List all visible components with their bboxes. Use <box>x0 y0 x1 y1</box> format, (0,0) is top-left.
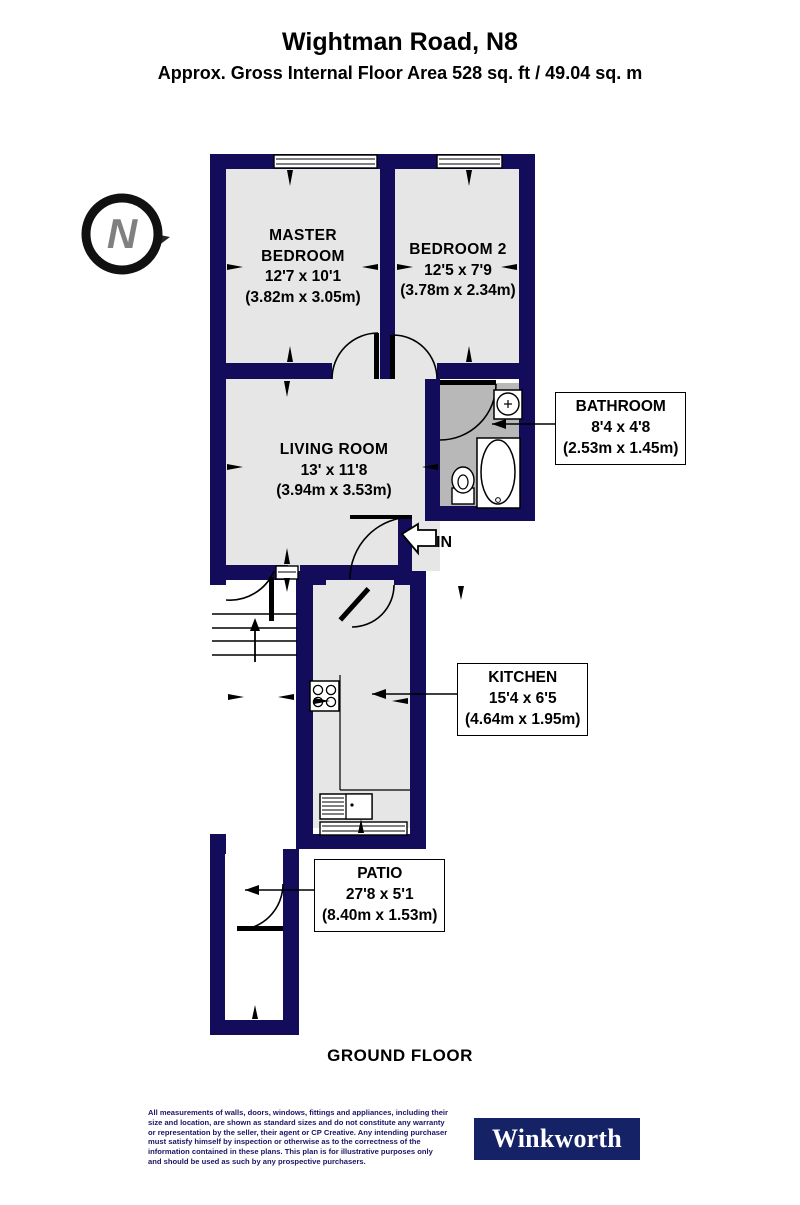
floor-area-subtitle: Approx. Gross Internal Floor Area 528 sq… <box>157 63 643 83</box>
living-room-metric: (3.94m x 3.53m) <box>276 482 392 500</box>
patio-imperial: 27'8 x 5'1 <box>345 885 414 903</box>
living-room-name: LIVING ROOM <box>279 441 389 458</box>
kitchen-fixtures <box>309 675 410 820</box>
bathroom-name: BATHROOM <box>575 398 666 415</box>
compass-north-letter: N <box>107 210 139 257</box>
callout-bathroom: BATHROOM 8'4 x 4'8 (2.53m x 1.45m) <box>555 392 687 466</box>
room-fills <box>225 168 532 828</box>
winkworth-logo: Winkworth <box>474 1118 640 1160</box>
bedroom-2-imperial: 12'5 x 7'9 <box>424 261 492 279</box>
page-title: Wightman Road, N8 <box>282 28 518 56</box>
stairs-up-arrow <box>250 618 260 631</box>
master-bedroom-name-line2: BEDROOM <box>261 247 345 265</box>
callout-kitchen: KITCHEN 15'4 x 6'5 (4.64m x 1.95m) <box>457 663 589 737</box>
callout-patio: PATIO 27'8 x 5'1 (8.40m x 1.53m) <box>314 859 446 933</box>
bedroom-2-metric: (3.78m x 2.34m) <box>400 282 516 300</box>
room-label-living-room: LIVING ROOM 13' x 11'8 (3.94m x 3.53m) <box>234 440 434 502</box>
doors <box>225 332 497 931</box>
living-room-imperial: 13' x 11'8 <box>300 461 368 479</box>
callout-leaders <box>245 419 556 895</box>
room-label-bedroom-2: BEDROOM 2 12'5 x 7'9 (3.78m x 2.34m) <box>386 240 530 302</box>
floor-caption: GROUND FLOOR <box>327 1046 473 1065</box>
bathroom-metric: (2.53m x 1.45m) <box>563 439 679 457</box>
kitchen-metric: (4.64m x 1.95m) <box>465 710 581 728</box>
staircase <box>212 613 297 662</box>
master-bedroom-imperial: 12'7 x 10'1 <box>264 268 342 286</box>
bathroom-fixtures <box>451 389 523 509</box>
patio-name: PATIO <box>357 865 403 882</box>
dimension-markers <box>227 170 517 1019</box>
entrance-in-arrow <box>400 522 437 556</box>
winkworth-logo-text: Winkworth <box>492 1124 622 1153</box>
bathroom-imperial: 8'4 x 4'8 <box>591 418 651 436</box>
walls <box>210 154 535 1035</box>
master-bedroom-name-line1: MASTER <box>269 227 337 244</box>
master-bedroom-metric: (3.82m x 3.05m) <box>245 288 361 306</box>
entrance-in-label: IN <box>436 534 452 551</box>
patio-metric: (8.40m x 1.53m) <box>322 906 438 924</box>
kitchen-name: KITCHEN <box>488 669 558 686</box>
kitchen-imperial: 15'4 x 6'5 <box>488 689 557 707</box>
compass-rose: N <box>80 192 172 278</box>
windows <box>273 154 503 836</box>
bedroom-2-name: BEDROOM 2 <box>409 241 507 258</box>
disclaimer-text: All measurements of walls, doors, window… <box>148 1108 449 1166</box>
room-label-master-bedroom: MASTER BEDROOM 12'7 x 10'1 (3.82m x 3.05… <box>228 226 378 308</box>
